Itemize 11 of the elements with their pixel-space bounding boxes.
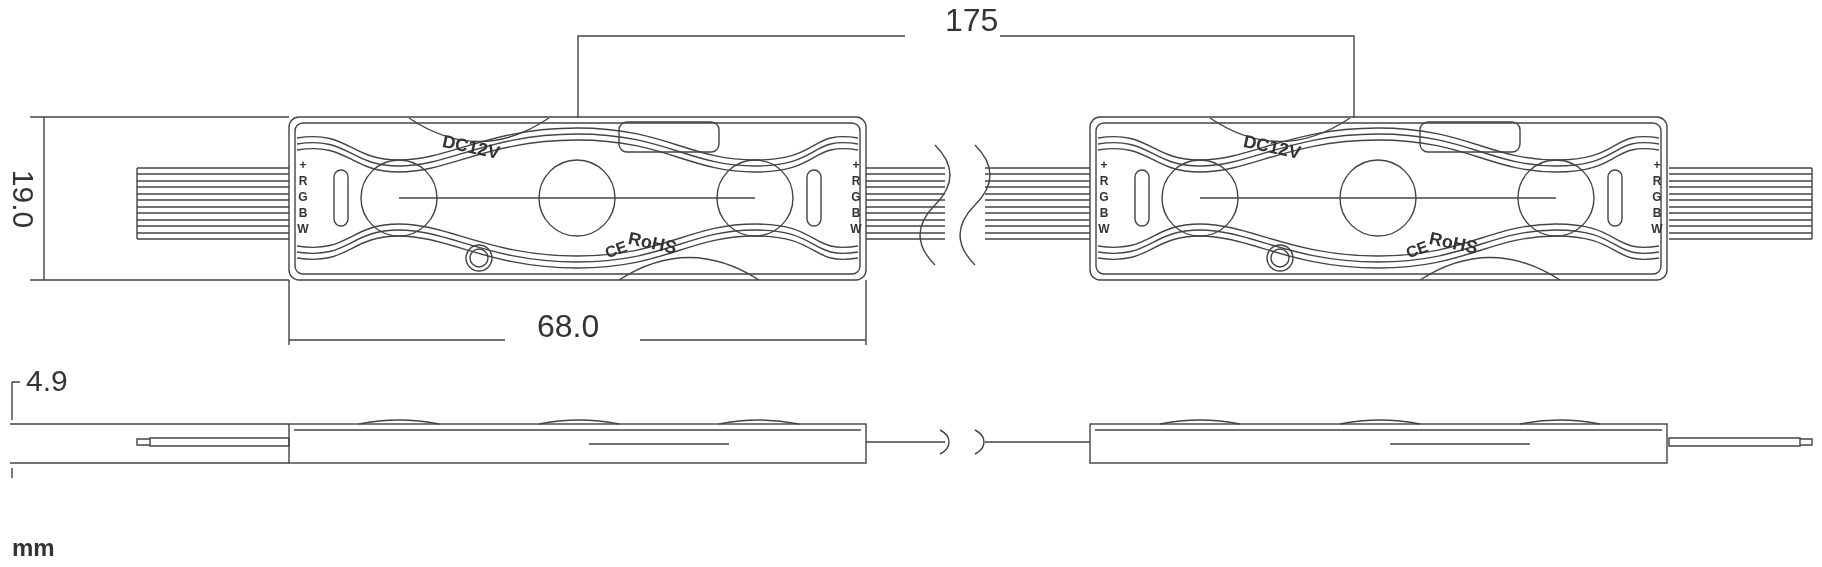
- unit-label: mm: [12, 536, 55, 560]
- pin-marking: +RGBW: [1098, 158, 1110, 238]
- voltage-marking: DC12V: [1241, 132, 1303, 162]
- pin-marking: +RGBW: [297, 158, 309, 238]
- dimension-value: 68.0: [537, 310, 600, 342]
- dimension-value: 4.9: [26, 366, 68, 396]
- pin-marking: +RGBW: [850, 158, 862, 238]
- voltage-marking: DC12V: [440, 132, 502, 162]
- dimension-value: 19.0: [8, 169, 39, 229]
- pin-marking: +RGBW: [1651, 158, 1663, 238]
- dimension-value: 175: [945, 4, 999, 36]
